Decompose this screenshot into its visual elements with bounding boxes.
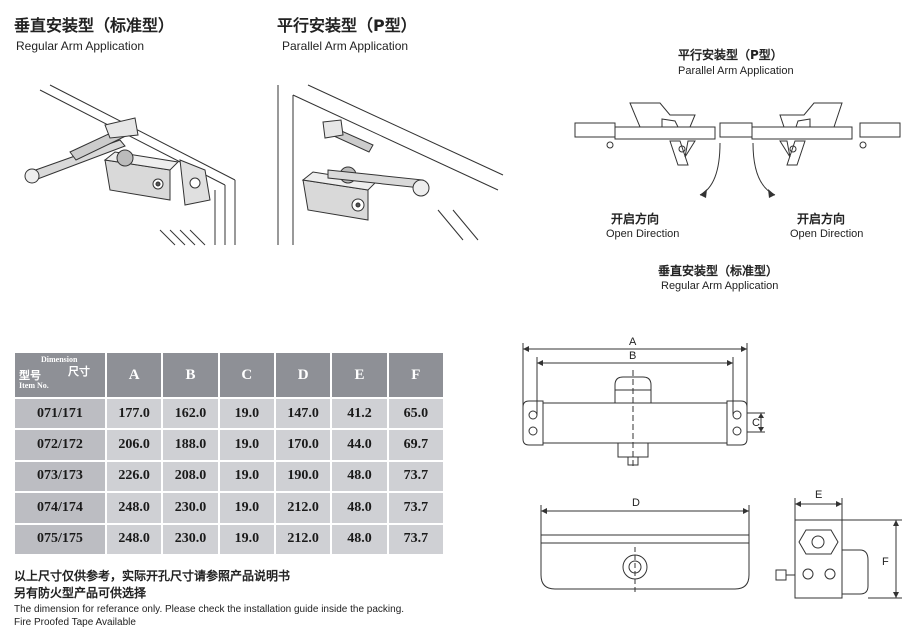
value-cell: 226.0 [107,461,162,492]
model-cell: 075/175 [15,524,105,554]
value-cell: 19.0 [219,430,274,460]
label-e: E [815,489,823,501]
value-cell: 147.0 [275,399,331,429]
model-cell: 071/171 [15,399,105,429]
value-cell: 19.0 [219,461,274,492]
table-row: 072/172 206.0 188.0 19.0 170.0 44.0 69.7 [15,430,443,460]
table-row: 073/173 226.0 208.0 19.0 190.0 48.0 73.7 [15,461,443,492]
table-row: 075/175 248.0 230.0 19.0 212.0 48.0 73.7 [15,524,443,554]
topview-parallel-cn: 平行安装型（P型） [678,48,783,62]
label-c: C [752,417,760,429]
side-view-drawing [535,495,760,600]
top-view-illustration [570,95,905,198]
value-cell: 65.0 [388,399,443,429]
value-cell: 188.0 [163,430,218,460]
table-row: 071/171 177.0 162.0 19.0 147.0 41.2 65.0 [15,399,443,429]
value-cell: 230.0 [163,493,218,523]
value-cell: 19.0 [219,399,274,429]
table-row: 074/174 248.0 230.0 19.0 212.0 48.0 73.7 [15,493,443,523]
value-cell: 206.0 [107,430,162,460]
value-cell: 69.7 [388,430,443,460]
parallel-heading-cn: 平行安装型（P型） [277,16,417,35]
table-header-row: Dimension 型号 尺寸 Item No. A B C D E F [15,353,443,397]
right-open-direction-cn: 开启方向 [797,212,846,226]
value-cell: 73.7 [388,493,443,523]
value-cell: 73.7 [388,524,443,554]
value-cell: 190.0 [275,461,331,492]
corner-model-cn: 型号 [19,369,41,382]
regular-arm-illustration [10,80,250,250]
value-cell: 230.0 [163,524,218,554]
label-d: D [632,497,640,509]
value-cell: 212.0 [275,493,331,523]
topview-regular-en: Regular Arm Application [661,280,779,292]
value-cell: 48.0 [332,493,387,523]
parallel-heading-en: Parallel Arm Application [282,39,409,53]
label-a: A [629,336,637,348]
value-cell: 248.0 [107,524,162,554]
corner-dimension: Dimension [41,355,78,364]
value-cell: 212.0 [275,524,331,554]
value-cell: 162.0 [163,399,218,429]
value-cell: 73.7 [388,461,443,492]
column-header: E [332,353,387,397]
note-cn-line2: 另有防火型产品可供选择 [14,586,147,600]
model-cell: 073/173 [15,461,105,492]
note-en-line1: The dimension for referance only. Please… [14,604,405,615]
model-cell: 072/172 [15,430,105,460]
value-cell: 177.0 [107,399,162,429]
regular-heading-cn: 垂直安装型（标准型） [14,16,175,35]
value-cell: 170.0 [275,430,331,460]
left-open-direction-cn: 开启方向 [611,212,660,226]
parallel-arm-illustration [273,80,513,250]
column-header: A [107,353,162,397]
table-corner-cell: Dimension 型号 尺寸 Item No. [15,353,105,397]
column-header: B [163,353,218,397]
corner-item-no: Item No. [19,381,49,390]
value-cell: 19.0 [219,493,274,523]
value-cell: 41.2 [332,399,387,429]
dimension-table: Dimension 型号 尺寸 Item No. A B C D E F 071… [13,351,445,556]
value-cell: 19.0 [219,524,274,554]
regular-heading-en: Regular Arm Application [16,39,145,53]
value-cell: 208.0 [163,461,218,492]
end-view-drawing [768,490,908,605]
right-open-direction-en: Open Direction [790,228,864,240]
front-view-drawing [515,335,775,470]
column-header: C [219,353,274,397]
topview-parallel-en: Parallel Arm Application [678,65,794,77]
value-cell: 44.0 [332,430,387,460]
value-cell: 48.0 [332,524,387,554]
value-cell: 248.0 [107,493,162,523]
column-header: F [388,353,443,397]
model-cell: 074/174 [15,493,105,523]
note-cn-line1: 以上尺寸仅供参考，实际开孔尺寸请参照产品说明书 [14,569,291,583]
note-en-line2: Fire Proofed Tape Available [14,617,136,628]
left-open-direction-en: Open Direction [606,228,680,240]
corner-size-cn: 尺寸 [68,365,90,378]
value-cell: 48.0 [332,461,387,492]
column-header: D [275,353,331,397]
topview-regular-cn: 垂直安装型（标准型） [658,264,779,278]
label-f: F [882,556,889,568]
label-b: B [629,350,637,362]
